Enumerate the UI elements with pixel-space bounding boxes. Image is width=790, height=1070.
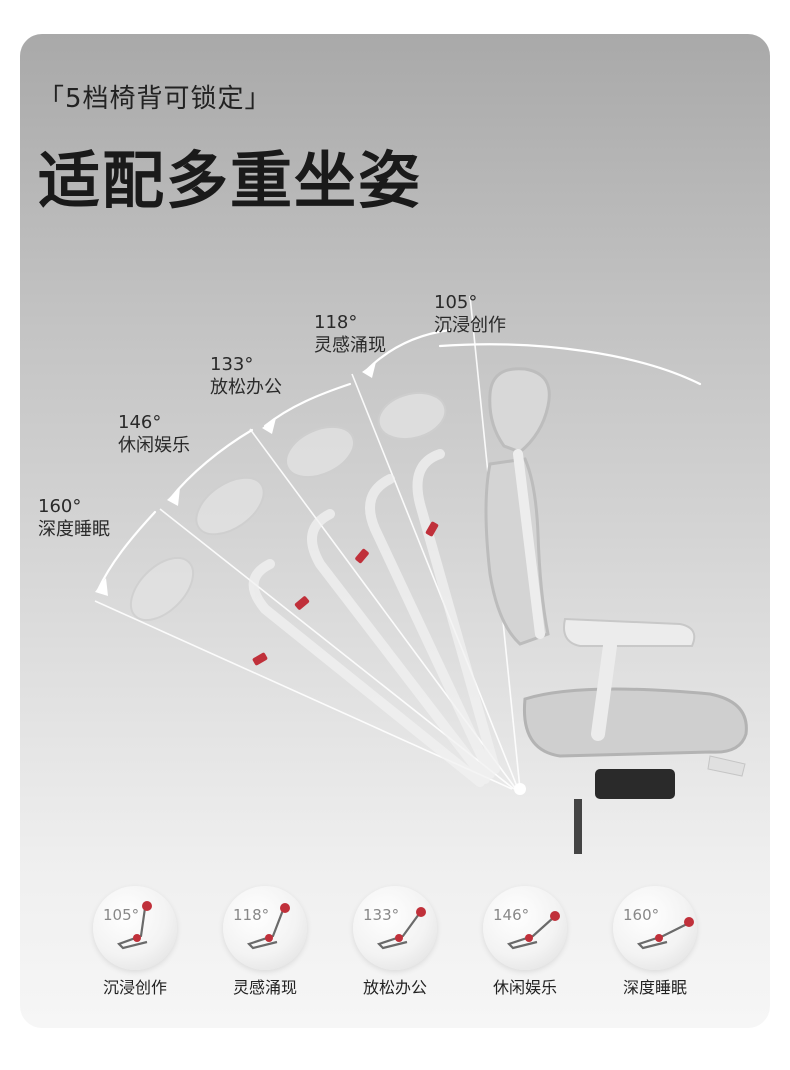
- chair-recline-icon: [376, 907, 426, 950]
- chair-recline-icon: [117, 901, 152, 950]
- main-chair: [484, 367, 748, 854]
- recline-bubble-146: 146°: [483, 886, 567, 970]
- product-card: 「5档椅背可锁定」 适配多重坐姿: [20, 34, 770, 1028]
- recline-label-133: 放松办公: [362, 978, 427, 997]
- headrest-ghosts: [129, 391, 447, 622]
- chair-recline-icon: [506, 911, 560, 950]
- chair-illustration: [94, 295, 748, 854]
- backrest-ghosts: [248, 449, 500, 787]
- page-title: 适配多重坐姿: [38, 144, 423, 217]
- angle-arcs: [96, 328, 702, 592]
- angle-label-133: 133° 放松办公: [210, 354, 282, 398]
- chair-recline-icon: [246, 903, 290, 950]
- recline-label-160: 深度睡眠: [622, 978, 687, 997]
- recline-label-146: 休闲娱乐: [492, 978, 557, 997]
- angle-label-146: 146° 休闲娱乐: [118, 412, 190, 456]
- recline-bubble-133: 133°: [353, 886, 437, 970]
- recline-bubble-105: 105°: [93, 886, 177, 970]
- recline-label-105: 沉浸创作: [102, 978, 167, 997]
- subtitle: 「5档椅背可锁定」: [38, 84, 272, 114]
- angle-label-105: 105° 沉浸创作: [434, 292, 506, 336]
- angle-label-118: 118° 灵感涌现: [314, 312, 386, 356]
- recline-label-118: 灵感涌现: [232, 978, 297, 997]
- chair-recline-icon: [636, 917, 694, 950]
- arc-arrowheads: [95, 362, 376, 596]
- recline-bubble-160: 160°: [613, 886, 697, 970]
- angle-label-160: 160° 深度睡眠: [38, 496, 110, 540]
- recline-bubble-118: 118°: [223, 886, 307, 970]
